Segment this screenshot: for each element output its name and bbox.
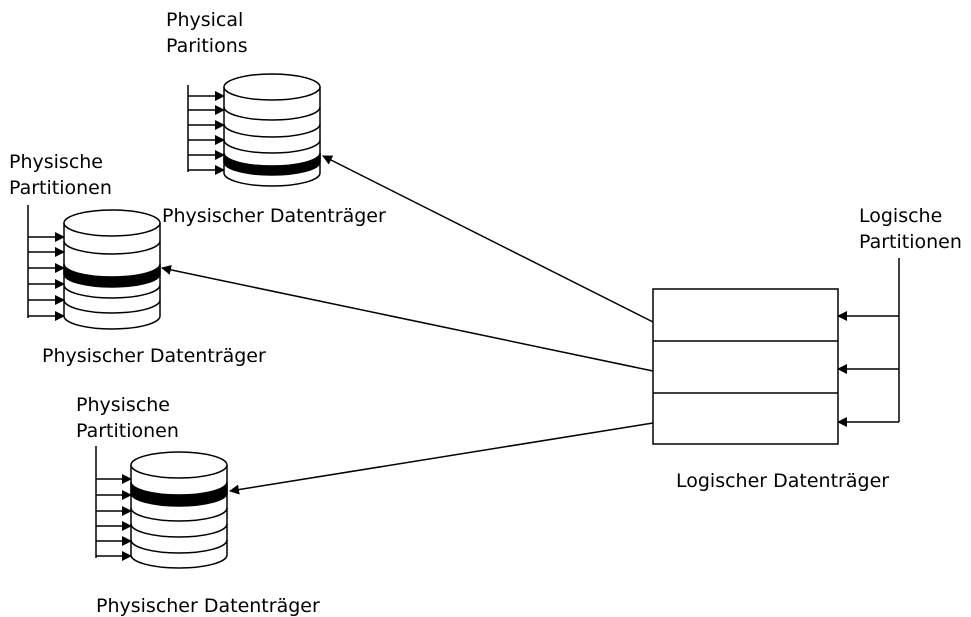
- logical-partitions-label-line1: Logische: [859, 205, 942, 227]
- highlighted-partition-1: [223, 152, 321, 176]
- disk2-partitions-label-line2: Partitionen: [9, 177, 112, 199]
- highlighted-partition-3: [130, 481, 228, 507]
- physical-disk-2: Physische Partitionen Physischer Datentr…: [9, 151, 266, 367]
- disk3-caption: Physischer Datenträger: [96, 595, 320, 617]
- disk2-partitions-label-line1: Physische: [9, 151, 103, 173]
- mapping-arrow-to-disk-3: [229, 422, 654, 495]
- disk2-caption: Physischer Datenträger: [42, 345, 266, 367]
- logical-volume: Logische Partitionen Logischer Datenträg…: [652, 205, 962, 492]
- mapping-arrow-to-disk-2: [161, 264, 654, 372]
- physical-disk-3: Physische Partitionen Physischer Datentr…: [76, 394, 320, 617]
- logical-volume-caption: Logischer Datenträger: [676, 470, 889, 492]
- mapping-arrow-to-disk-1: [322, 155, 654, 323]
- disk-cylinder-1: [223, 73, 321, 187]
- mapping-arrows: [161, 155, 654, 495]
- disk3-partitions-label-line2: Partitionen: [76, 420, 179, 442]
- partition-pointers-2: [27, 205, 65, 321]
- disk-cylinder-2: [63, 209, 161, 330]
- logical-partition-pointers: [837, 258, 900, 427]
- partition-pointers-3: [95, 446, 132, 561]
- disk1-partitions-label-line1: Physical: [166, 9, 243, 31]
- disk-cylinder-3: [130, 451, 228, 569]
- disk3-partitions-label-line1: Physische: [76, 394, 170, 416]
- disk1-partitions-label-line2: Paritions: [166, 35, 248, 57]
- partition-pointers-1: [187, 85, 225, 175]
- logical-volume-box: [652, 288, 839, 445]
- disk1-caption: Physischer Datenträger: [162, 205, 386, 227]
- logical-partitions-label-line2: Partitionen: [859, 231, 962, 253]
- highlighted-partition-2: [63, 263, 161, 288]
- physical-disk-1: Physical Paritions Physischer Datenträge…: [162, 9, 386, 227]
